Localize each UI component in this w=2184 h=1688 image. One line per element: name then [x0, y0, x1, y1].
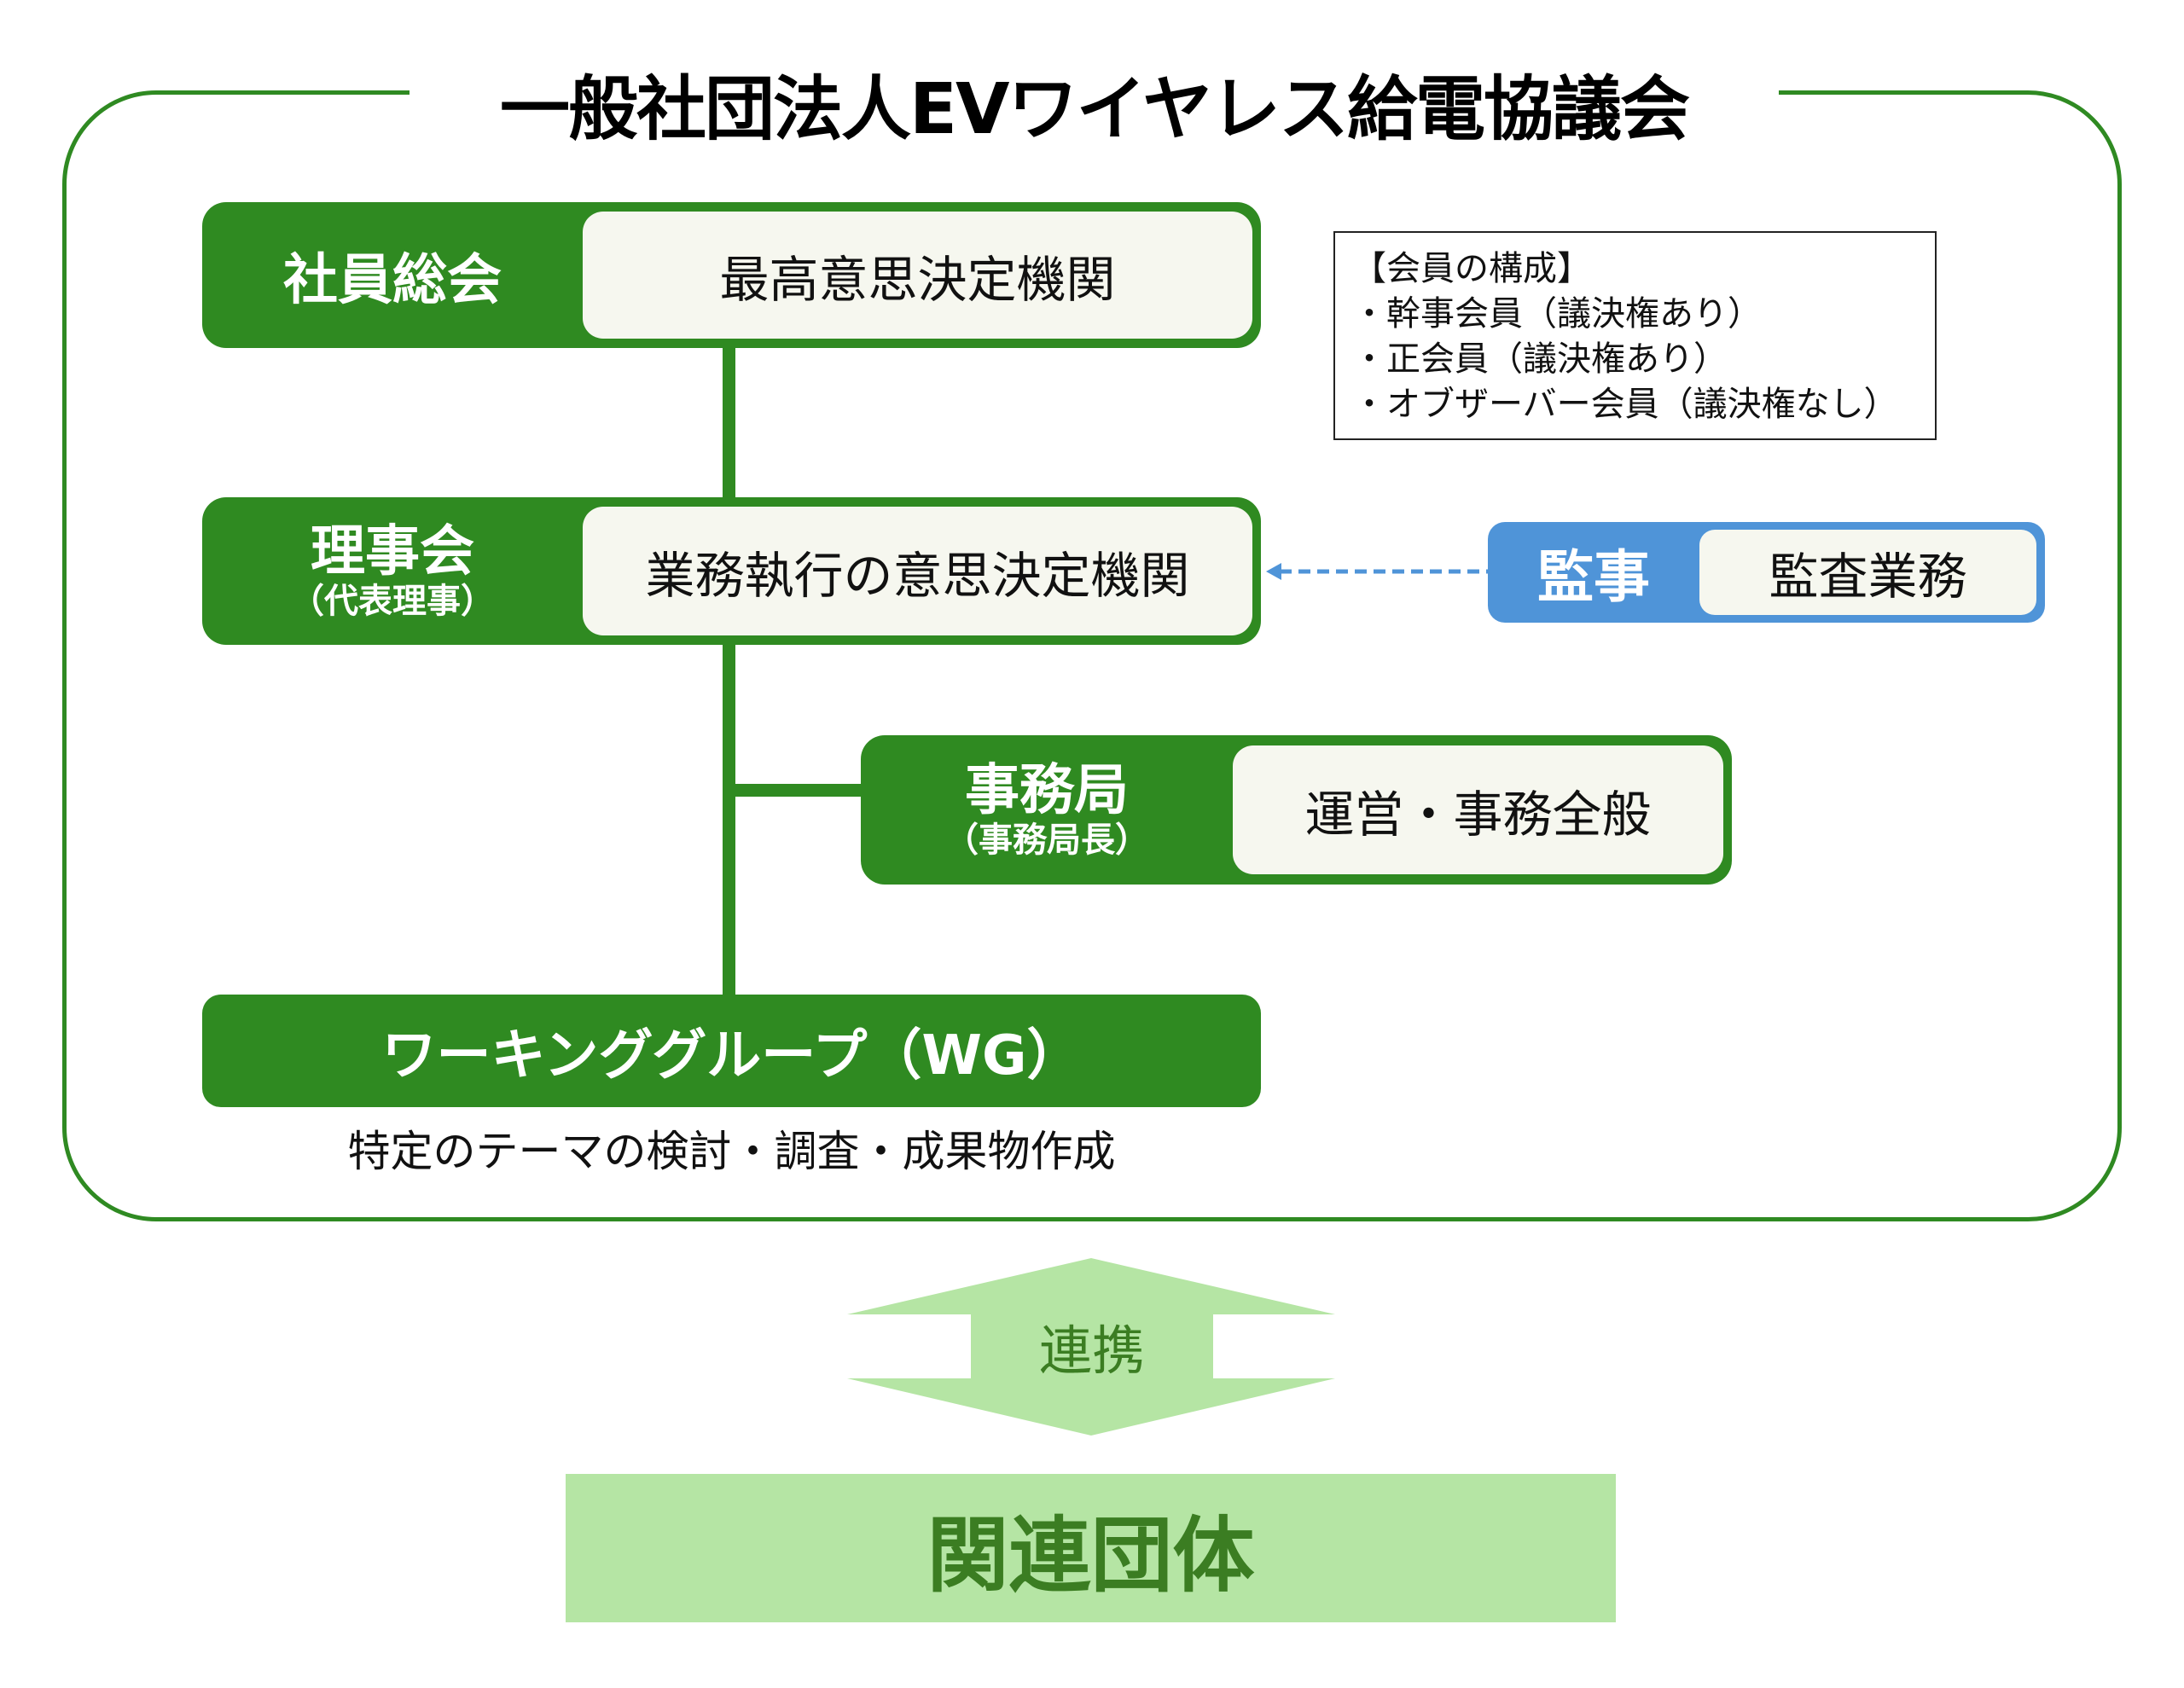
- members-note-item: ・オブザーバー会員（議決権なし）: [1352, 385, 1898, 424]
- node-secretariat-sub: （事務局長）: [944, 820, 1149, 860]
- collaboration-arrow-shape: [847, 1258, 1335, 1436]
- organization-title: 一般社団法人EVワイヤレス給電協議会: [410, 49, 1779, 155]
- working-group-caption: 特定のテーマの検討・調査・成果物作成: [347, 1127, 1116, 1176]
- node-auditor-name: 監事: [1537, 544, 1650, 610]
- members-note-item: ・正会員（議決権あり）: [1352, 339, 1728, 379]
- members-note: 【会員の構成】 ・幹事会員（議決権あり） ・正会員（議決権あり） ・オブザーバー…: [1333, 231, 1937, 440]
- members-note-item: ・幹事会員（議決権あり）: [1352, 294, 1762, 334]
- related-organizations-box[interactable]: 関連団体: [566, 1474, 1616, 1622]
- node-secretariat-name: 事務局: [965, 758, 1129, 822]
- node-general-meeting-name: 社員総会: [283, 248, 502, 312]
- node-auditor-role: 監査業務: [1699, 530, 2036, 615]
- connector-main-vertical: [723, 341, 735, 1000]
- node-auditor[interactable]: 監事 監査業務: [1488, 522, 2045, 623]
- node-working-group-name: ワーキンググループ（WG）: [381, 1024, 1082, 1088]
- node-board-role: 業務執行の意思決定機関: [583, 507, 1252, 635]
- audit-arrow-head-icon: [1266, 563, 1281, 580]
- related-organizations-label: 関連団体: [926, 1507, 1255, 1604]
- node-board-name: 理事会: [311, 519, 474, 583]
- node-working-group[interactable]: ワーキンググループ（WG）: [202, 995, 1261, 1107]
- collaboration-double-arrow-icon: [847, 1258, 1335, 1436]
- node-board[interactable]: 理事会 （代表理事） 業務執行の意思決定機関: [202, 497, 1261, 645]
- node-secretariat-role: 運営・事務全般: [1233, 745, 1723, 874]
- node-general-meeting-role: 最高意思決定機関: [583, 212, 1252, 339]
- collaboration-arrow-label: 連携: [1038, 1320, 1145, 1382]
- node-board-sub: （代表理事）: [290, 581, 495, 621]
- connector-branch-secretariat: [729, 784, 866, 797]
- node-secretariat[interactable]: 事務局 （事務局長） 運営・事務全般: [861, 735, 1732, 885]
- audit-arrow: [1266, 563, 1488, 580]
- node-general-meeting[interactable]: 社員総会 最高意思決定機関: [202, 202, 1261, 348]
- members-note-heading: 【会員の構成】: [1352, 249, 1591, 288]
